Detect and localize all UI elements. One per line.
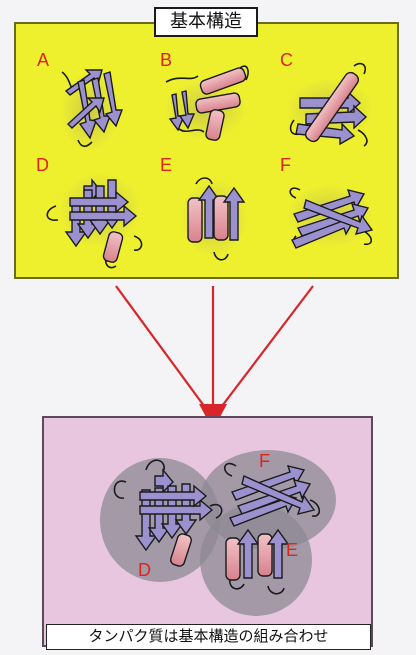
combined-label-f: F <box>259 451 270 472</box>
panel-title: 基本構造 <box>154 7 258 37</box>
combined-label-e: E <box>286 540 298 561</box>
combined-label-d: D <box>138 560 151 581</box>
caption: タンパク質は基本構造の組み合わせ <box>46 624 371 650</box>
